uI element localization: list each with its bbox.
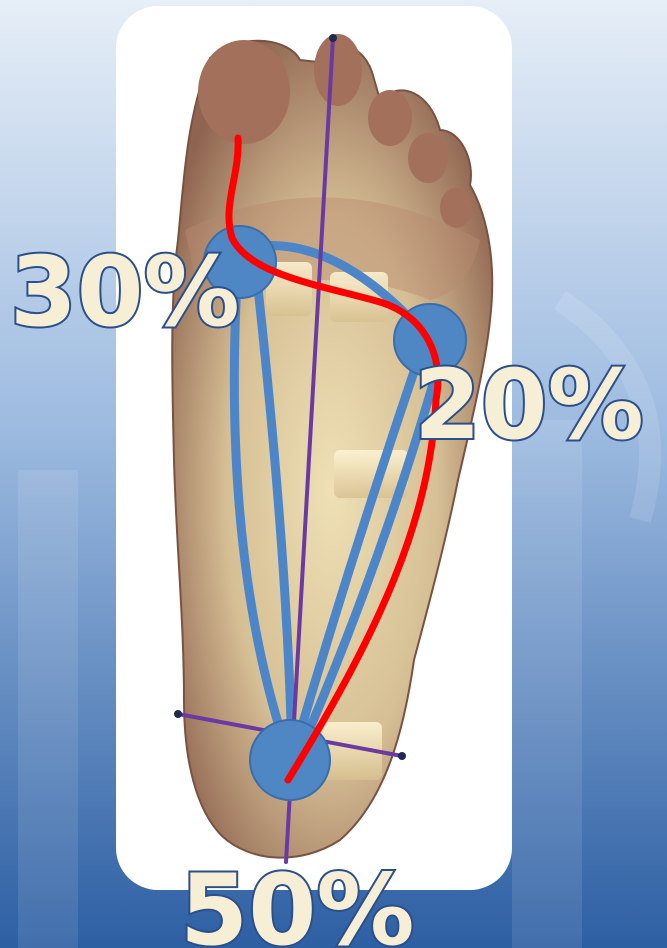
fourth-toe bbox=[408, 133, 448, 183]
axis-end-top bbox=[329, 34, 337, 42]
second-toe bbox=[314, 34, 362, 106]
fifth-toe bbox=[440, 188, 472, 228]
axis-end-right bbox=[398, 752, 406, 760]
axis-end-left bbox=[174, 710, 182, 718]
label-heel: 50% bbox=[180, 854, 415, 948]
label-forefoot-lateral: 20% bbox=[414, 349, 644, 461]
big-toe bbox=[198, 40, 290, 144]
label-forefoot-medial: 30% bbox=[10, 236, 240, 348]
background-bar-mid bbox=[512, 420, 582, 948]
background-bar-left bbox=[18, 470, 78, 948]
third-toe bbox=[368, 90, 412, 146]
